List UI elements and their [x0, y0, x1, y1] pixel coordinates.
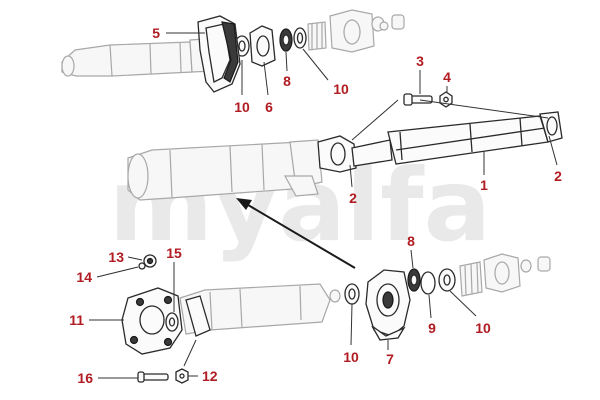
callout-label-11: 11: [69, 312, 84, 328]
callout-label-10-top-left: 10: [234, 99, 250, 115]
callout-label-16: 16: [77, 370, 93, 386]
callout-label-10-top-right: 10: [333, 81, 349, 97]
bolt-part-3: [403, 93, 433, 106]
callout-label-15: 15: [166, 245, 182, 261]
bolt-part-16: [137, 371, 169, 383]
bearing-part-8: [407, 268, 421, 292]
callout-label-2-right: 2: [554, 168, 562, 184]
leader-lines: [89, 32, 558, 379]
callout-label-3: 3: [416, 53, 424, 69]
washer-part-10-lower-right: [438, 268, 456, 292]
callout-label-4: 4: [443, 69, 451, 85]
callout-label-7: 7: [386, 351, 394, 367]
bottom-right-faded-hub: [459, 253, 551, 297]
washer-part-14: [138, 262, 146, 270]
callout-label-8-top: 8: [283, 73, 291, 89]
callout-labels: 5 10 6 8 10 3 4 1 2 2 13 15 14 11 16 12 …: [69, 25, 562, 386]
center-support-part-7: [365, 269, 411, 341]
rubber-mount-part-5: [197, 15, 241, 93]
callout-label-9: 9: [428, 320, 436, 336]
nut-part-12: [175, 368, 189, 384]
callout-label-5: 5: [152, 25, 160, 41]
bottom-faded-shaft: [179, 283, 341, 337]
callout-label-2-left: 2: [349, 190, 357, 206]
assembly-direction-arrow: [236, 198, 356, 269]
callout-label-13: 13: [108, 249, 124, 265]
washer-part-10-lower-left: [344, 283, 360, 305]
callout-label-6: 6: [265, 99, 273, 115]
flex-joint-part-11: [121, 287, 183, 355]
snap-ring-part-9: [420, 271, 436, 295]
propeller-shaft-assembly: [127, 111, 563, 201]
callout-label-14: 14: [76, 269, 92, 285]
bushing-part-15: [165, 312, 179, 332]
callout-label-8-bottom: 8: [407, 233, 415, 249]
callout-label-1: 1: [480, 177, 488, 193]
grease-fitting-part-13: [143, 254, 157, 268]
callout-label-10-bottom-left: 10: [343, 349, 359, 365]
callout-label-10-bottom-right: 10: [475, 320, 491, 336]
callout-label-12: 12: [202, 368, 218, 384]
